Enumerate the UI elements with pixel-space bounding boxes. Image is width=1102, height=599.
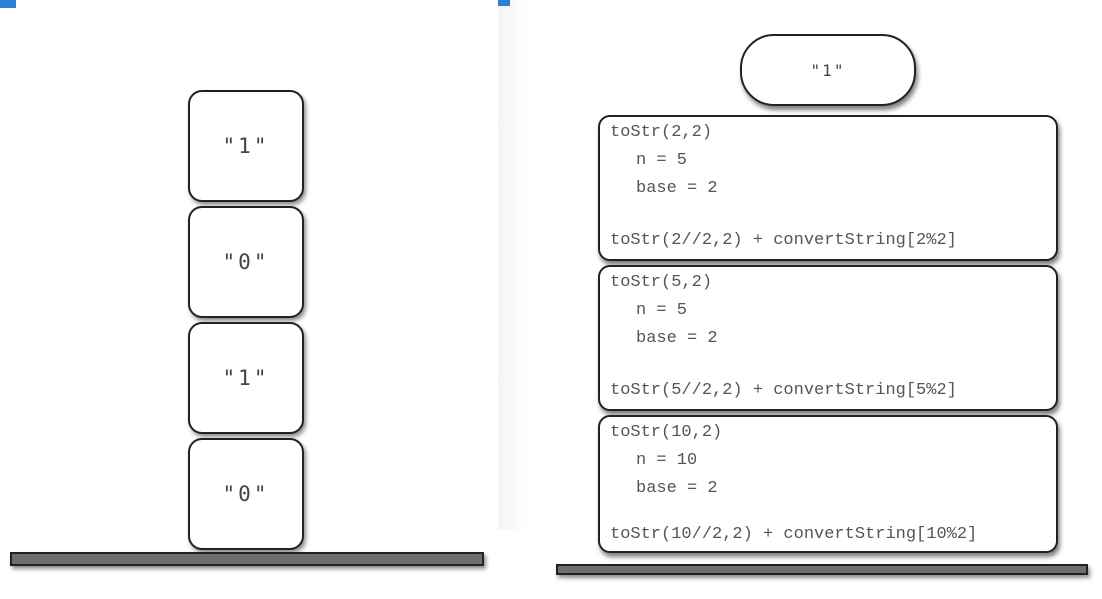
stack-frame: toStr(10,2) n = 10 base = 2 toStr(10//2,… <box>598 415 1058 553</box>
corner-marker-left <box>0 0 16 8</box>
frame-return-expression: toStr(10//2,2) + convertString[10%2] <box>610 525 978 544</box>
stack-frame: toStr(5,2) n = 5 base = 2 toStr(5//2,2) … <box>598 265 1058 411</box>
stack-item: "1" <box>188 322 304 434</box>
frame-n-variable: n = 10 <box>636 451 698 470</box>
frame-base-variable: base = 2 <box>636 479 718 498</box>
frame-call: toStr(10,2) <box>610 423 723 442</box>
frame-return-expression: toStr(5//2,2) + convertString[5%2] <box>610 381 957 400</box>
stack-item: "0" <box>188 438 304 550</box>
stack-item: "0" <box>188 206 304 318</box>
stack-floor-right <box>556 564 1088 575</box>
frame-n-variable: n = 5 <box>636 151 688 170</box>
frame-base-variable: base = 2 <box>636 179 718 198</box>
corner-marker-right <box>498 0 510 6</box>
stack-frame: toStr(2,2) n = 5 base = 2 toStr(2//2,2) … <box>598 115 1058 261</box>
frame-call: toStr(2,2) <box>610 123 713 142</box>
stack-item: "1" <box>188 90 304 202</box>
result-value: "1" <box>740 34 916 106</box>
frame-n-variable: n = 5 <box>636 301 688 320</box>
frame-return-expression: toStr(2//2,2) + convertString[2%2] <box>610 231 957 250</box>
stack-floor-left <box>10 552 484 566</box>
panel-divider <box>498 0 526 530</box>
frame-base-variable: base = 2 <box>636 329 718 348</box>
frame-call: toStr(5,2) <box>610 273 713 292</box>
